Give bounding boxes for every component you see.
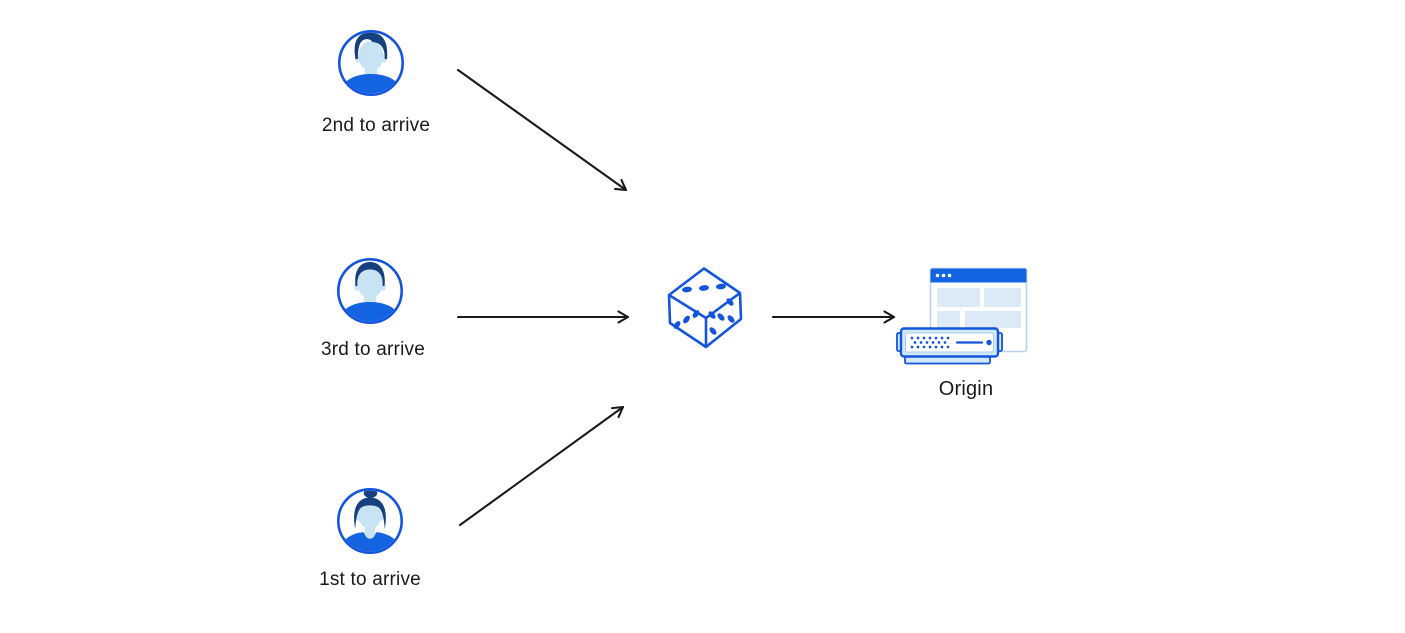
server-icon: [896, 327, 1003, 365]
node-origin: [896, 262, 1030, 371]
visitor-second-label: 2nd to arrive: [321, 115, 431, 136]
node-visitor-first: [335, 486, 405, 561]
visitor-third-label: 3rd to arrive: [321, 339, 425, 360]
avatar-hair: [355, 262, 385, 286]
visitor-first-label: 1st to arrive: [319, 569, 421, 590]
avatar-man-quiff-icon: [337, 29, 405, 97]
dice-icon: [667, 267, 743, 349]
browser-title-bar: [930, 268, 1027, 283]
avatar-face: [357, 268, 383, 299]
avatar-face: [358, 500, 382, 529]
avatar-woman-bun-icon: [336, 487, 404, 555]
server-power-dot: [986, 339, 992, 346]
avatar-hair: [354, 497, 386, 529]
avatar-man-short-hair-icon: [336, 257, 404, 325]
avatar-hair-bun: [363, 490, 378, 498]
browser-window-dots: [935, 273, 952, 278]
avatar-face: [358, 41, 384, 71]
origin-browser-server-icon: [896, 267, 1028, 365]
node-selector: [667, 267, 743, 354]
node-visitor-second: [336, 28, 406, 103]
dice-pips: [673, 283, 735, 335]
arrow-visitor-second-to-dice: [456, 68, 628, 192]
arrow-visitor-first-to-dice: [458, 405, 625, 527]
origin-label: Origin: [938, 378, 994, 400]
node-visitor-third: [335, 256, 405, 331]
avatar-hair: [354, 32, 388, 59]
browser-content-blocks: [937, 288, 1021, 328]
server-vent-dots: [910, 336, 950, 349]
